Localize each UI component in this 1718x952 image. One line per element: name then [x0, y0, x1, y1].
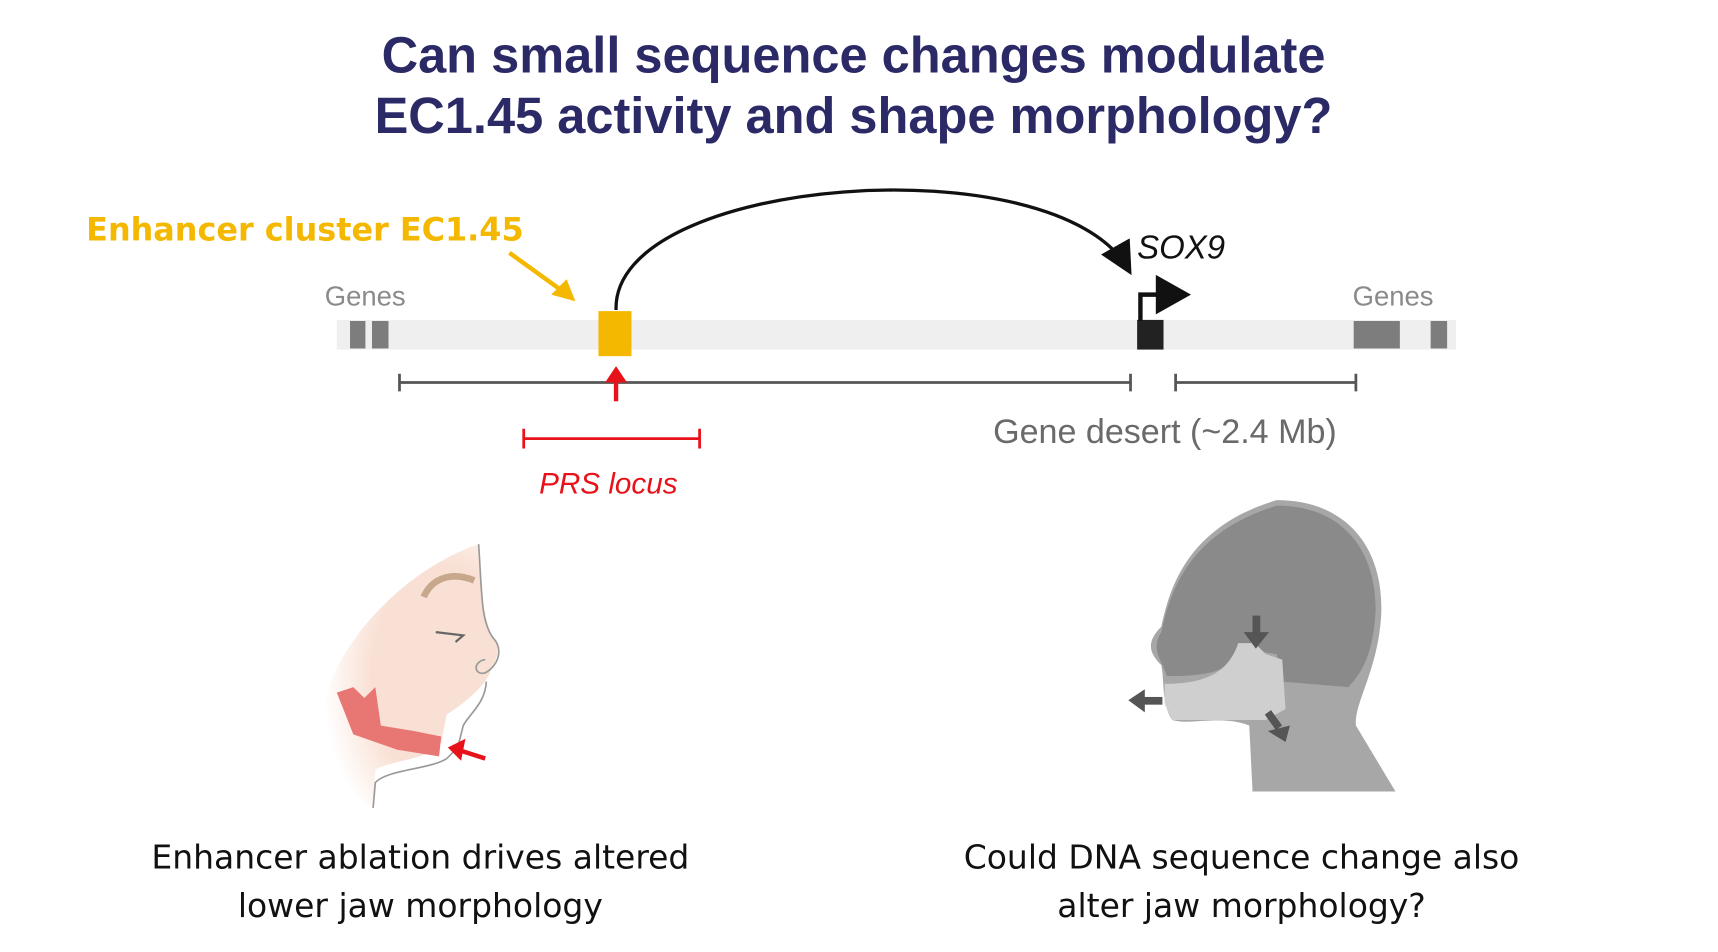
title-line-2: EC1.45 activity and shape morphology? — [375, 87, 1333, 144]
enhancer-pointer-arrow-icon — [508, 251, 576, 302]
sox9-label: SOX9 — [1137, 228, 1225, 265]
prs-locus-label: PRS locus — [539, 468, 678, 501]
face-profile-illustration — [322, 544, 500, 809]
left-caption-line-2: lower jaw morphology — [238, 886, 603, 925]
jaw-highlight — [336, 687, 442, 757]
left-arrow-icon — [1128, 689, 1163, 713]
promoter-arrow-icon — [1138, 274, 1191, 321]
head-silhouette-illustration — [1128, 500, 1396, 792]
gene-block — [372, 320, 389, 349]
regulation-arc-arrow-icon — [614, 188, 1132, 311]
genes-left-label: Genes — [325, 281, 406, 312]
gene-desert-label: Gene desert (~2.4 Mb) — [993, 413, 1337, 451]
down-right-arrow-icon — [1264, 710, 1290, 743]
gene-desert-scale — [398, 373, 1358, 392]
prs-locus-range — [522, 428, 701, 449]
gene-block — [1430, 320, 1448, 349]
title-line-1: Can small sequence changes modulate — [382, 27, 1326, 84]
right-caption-line-1: Could DNA sequence change also — [964, 837, 1520, 876]
gene-block — [1353, 320, 1400, 349]
left-caption-line-1: Enhancer ablation drives altered — [151, 837, 689, 876]
chromosome-bar — [336, 319, 1456, 350]
genes-right-label: Genes — [1353, 281, 1434, 312]
enhancer-block — [598, 311, 632, 357]
right-caption-line-2: alter jaw morphology? — [1057, 886, 1426, 925]
enhancer-label: Enhancer cluster EC1.45 — [86, 211, 523, 249]
jaw-red-arrow-icon — [447, 738, 486, 761]
gene-block — [350, 320, 366, 349]
down-arrow-icon — [1243, 615, 1270, 649]
prs-up-arrow-icon — [605, 366, 628, 402]
sox9-gene-block — [1137, 319, 1164, 350]
